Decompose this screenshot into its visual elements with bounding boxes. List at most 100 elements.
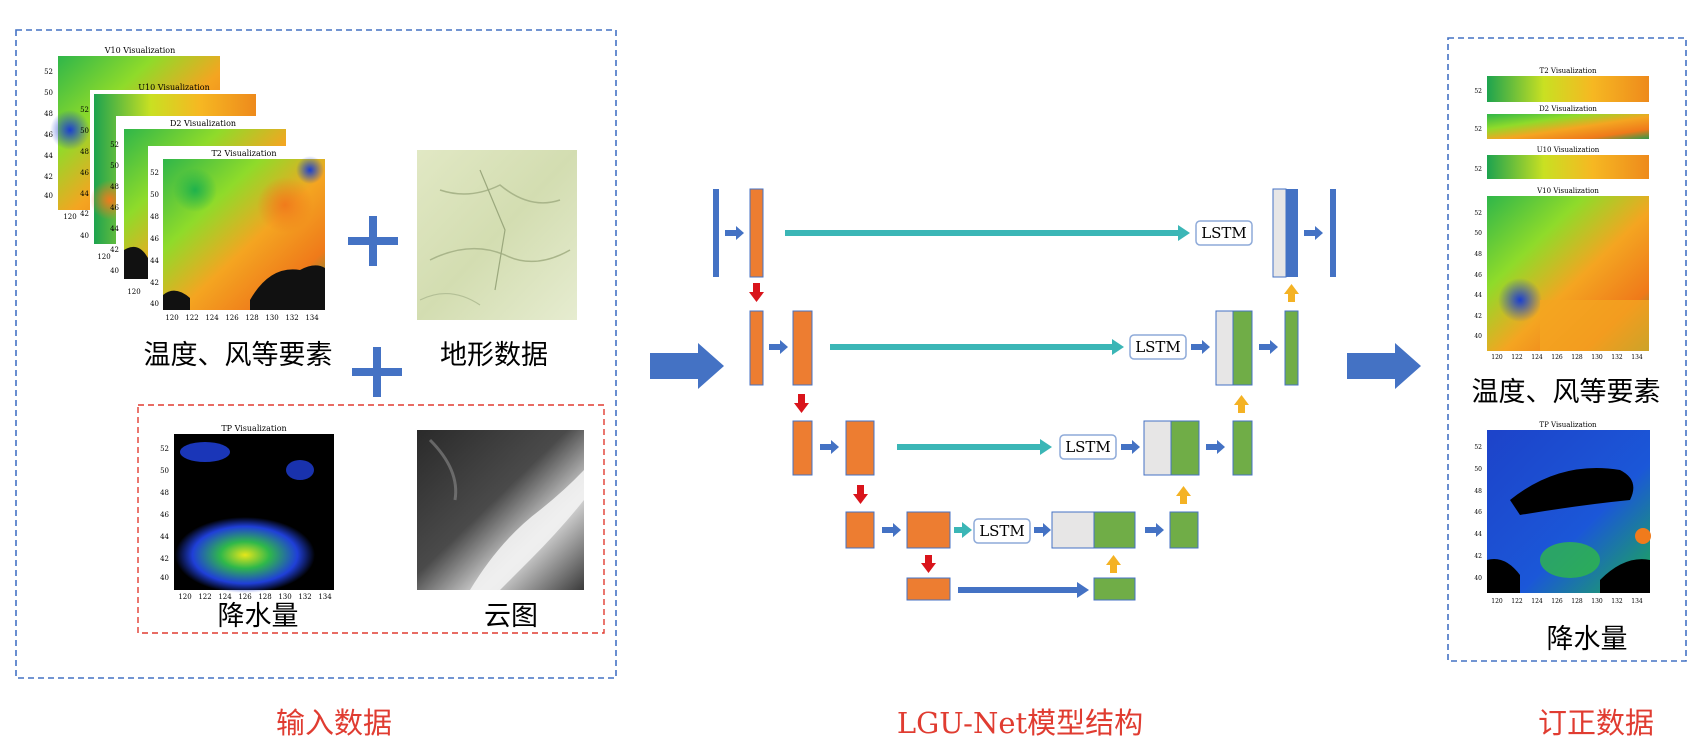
out-t2-title: T2 Visualization — [1540, 67, 1597, 75]
out-tp-y-48: 48 — [1474, 488, 1482, 495]
t2-y-tick-40: 40 — [150, 300, 159, 308]
cloud-image — [417, 430, 584, 590]
decoder-output-block — [1330, 189, 1336, 277]
output-panel-border — [1447, 37, 1687, 662]
t2-x-tick-126: 126 — [225, 314, 239, 322]
out-v10-x-132: 132 — [1611, 354, 1623, 361]
output-v10-plot: V10 Visualization 52 50 48 46 44 42 40 1… — [1474, 187, 1649, 361]
t2-y-tick-46: 46 — [150, 235, 159, 243]
out-v10-y-46: 46 — [1474, 272, 1482, 279]
upsample-arrow-4 — [1106, 555, 1121, 573]
out-tp-x-134: 134 — [1631, 598, 1643, 605]
out-v10-y-44: 44 — [1474, 292, 1482, 299]
out-u10-title: U10 Visualization — [1537, 146, 1600, 154]
tp-plot: TP Visualization 52 50 48 46 44 42 40 12… — [160, 424, 334, 601]
lstm-box-2 — [1129, 334, 1187, 360]
upsample-arrow-3 — [1176, 486, 1191, 504]
t2-y-tick-44: 44 — [150, 257, 159, 265]
t2-plot-title: T2 Visualization — [211, 149, 276, 158]
encoder-block-3b — [845, 420, 875, 476]
terrain-image — [417, 150, 577, 320]
blue-small-arrow — [1145, 523, 1164, 537]
t2-y-tick-50: 50 — [150, 191, 159, 199]
out-label-meteo: 温度、风等要素 — [1472, 377, 1661, 408]
encoder-input-block — [713, 189, 719, 277]
out-v10-x-124: 124 — [1531, 354, 1543, 361]
blue-small-arrow — [1034, 523, 1051, 537]
label-terrain-data: 地形数据 — [440, 340, 548, 371]
blue-small-arrow — [820, 440, 839, 454]
flow-arrow-model-to-output — [1347, 343, 1421, 389]
flow-arrow-input-to-model — [650, 343, 724, 389]
downsample-arrow-2 — [794, 394, 809, 413]
out-tp-y-40: 40 — [1474, 575, 1482, 582]
v10-y-tick-52: 52 — [44, 68, 53, 76]
blue-small-arrow — [1121, 440, 1140, 454]
label-precipitation: 降水量 — [218, 601, 299, 632]
output-t2-strip: T2 Visualization 52 — [1474, 67, 1649, 102]
encoder-block-2b — [792, 310, 813, 386]
v10-y-tick-46: 46 — [44, 131, 53, 139]
blue-small-arrow — [725, 226, 744, 240]
decoder-concat-gray-2 — [1215, 310, 1234, 386]
t2-x-tick-132: 132 — [285, 314, 298, 322]
v10-y-tick-40: 40 — [44, 192, 53, 200]
out-tp-y-44: 44 — [1474, 531, 1482, 538]
lstm-label-4: LSTM — [979, 522, 1025, 540]
d2-y-tick-50: 50 — [110, 162, 119, 170]
decoder-concat-blue-1 — [1286, 189, 1298, 277]
tp-x-tick-126: 126 — [238, 593, 252, 601]
u10-y-tick-42: 42 — [80, 210, 89, 218]
tp-x-tick-132: 132 — [298, 593, 311, 601]
blue-small-arrow — [1206, 440, 1225, 454]
out-v10-y-40: 40 — [1474, 333, 1482, 340]
t2-x-tick-120: 120 — [165, 314, 178, 322]
encoder-block-4a — [845, 511, 875, 549]
out-v10-y-42: 42 — [1474, 313, 1482, 320]
blue-small-arrow — [1304, 226, 1323, 240]
t2-x-tick-122: 122 — [185, 314, 198, 322]
teal-skip-arrow-2 — [830, 339, 1124, 355]
u10-y-tick-44: 44 — [80, 190, 89, 198]
d2-x-tick-120: 120 — [127, 288, 140, 296]
label-meteo-elements: 温度、风等要素 — [144, 340, 333, 371]
out-tp-x-128: 128 — [1571, 598, 1583, 605]
out-tp-x-124: 124 — [1531, 598, 1543, 605]
d2-y-tick-42: 42 — [110, 246, 119, 254]
encoder-block-2a — [749, 310, 764, 386]
decoder-block-3 — [1232, 420, 1253, 476]
downsample-arrow-3 — [853, 485, 868, 504]
out-v10-y-48: 48 — [1474, 251, 1482, 258]
lstm-box-4 — [973, 518, 1031, 544]
u10-y-tick-50: 50 — [80, 127, 89, 135]
plus-icon — [352, 347, 402, 397]
out-tp-x-132: 132 — [1611, 598, 1623, 605]
out-tp-title: TP Visualization — [1539, 421, 1597, 429]
upsample-arrow-2 — [1234, 395, 1249, 413]
out-label-precipitation: 降水量 — [1547, 624, 1628, 655]
tp-y-tick-46: 46 — [160, 511, 169, 519]
out-tp-x-120: 120 — [1491, 598, 1503, 605]
tp-y-tick-52: 52 — [160, 445, 169, 453]
u10-x-tick-120: 120 — [97, 253, 110, 261]
label-cloud-image: 云图 — [484, 601, 538, 632]
t2-x-tick-124: 124 — [205, 314, 219, 322]
out-tp-x-122: 122 — [1511, 598, 1523, 605]
out-u10-tick: 52 — [1474, 166, 1482, 173]
plus-icon — [348, 216, 398, 266]
decoder-block-4 — [1169, 511, 1199, 549]
upsample-arrow-1 — [1284, 284, 1299, 302]
lstm-label-1: LSTM — [1201, 224, 1247, 242]
u10-y-tick-46: 46 — [80, 169, 89, 177]
tp-y-tick-42: 42 — [160, 555, 169, 563]
t2-x-tick-134: 134 — [305, 314, 319, 322]
decoder-concat-gray-4 — [1051, 511, 1095, 549]
out-v10-y-52: 52 — [1474, 210, 1482, 217]
downsample-arrow-1 — [749, 283, 764, 302]
out-tp-x-126: 126 — [1551, 598, 1563, 605]
tp-y-tick-50: 50 — [160, 467, 169, 475]
caption-input-data: 输入数据 — [276, 706, 392, 740]
out-tp-y-50: 50 — [1474, 466, 1482, 473]
